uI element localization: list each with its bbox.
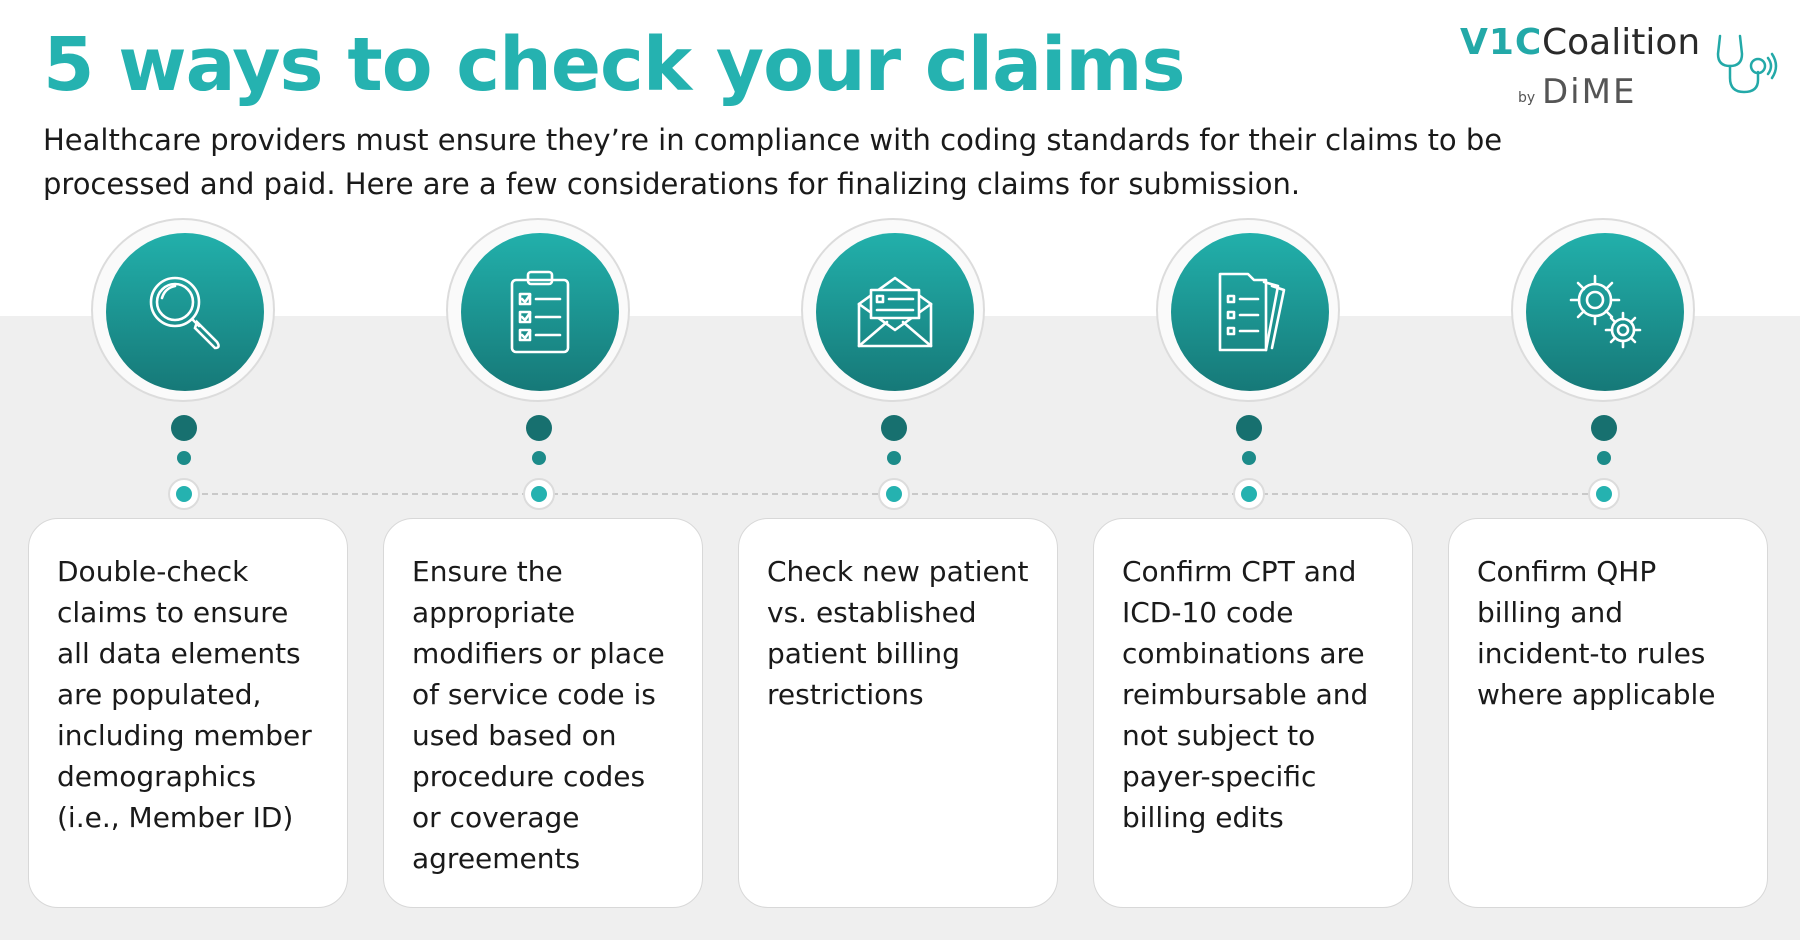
step-4: Confirm CPT and ICD-10 code combinations…	[1093, 0, 1413, 940]
logo-name: Coalition	[1542, 22, 1701, 63]
icon-disc	[1171, 233, 1329, 391]
timeline-node	[1233, 478, 1265, 510]
step-card: Confirm QHP billing and incident-to rule…	[1448, 518, 1768, 908]
step-marker-dot-small	[887, 451, 901, 465]
step-card: Double-check claims to ensure all data e…	[28, 518, 348, 908]
step-marker-dot	[1591, 415, 1617, 441]
step-marker-dot-small	[532, 451, 546, 465]
envelope-letter-icon	[857, 276, 933, 348]
page-subtitle: Healthcare providers must ensure they’re…	[43, 123, 1503, 201]
step-marker-dot	[171, 415, 197, 441]
timeline-node	[523, 478, 555, 510]
step-marker-dot	[1236, 415, 1262, 441]
timeline-node	[168, 478, 200, 510]
icon-disc	[816, 233, 974, 391]
step-marker-dot	[526, 415, 552, 441]
logo-by: by	[1518, 90, 1536, 106]
icon-disc	[106, 233, 264, 391]
gears-icon	[1569, 274, 1642, 349]
step-marker-dot-small	[1242, 451, 1256, 465]
step-card: Ensure the appropriate modifiers or plac…	[383, 518, 703, 908]
v1c-coalition-logo: V1C Coalition by DiME	[1460, 18, 1790, 118]
timeline-node	[1588, 478, 1620, 510]
step-marker-dot-small	[177, 451, 191, 465]
icon-disc	[461, 233, 619, 391]
step-text: Check new patient vs. established patien…	[767, 555, 1029, 711]
step-1: Double-check claims to ensure all data e…	[28, 0, 348, 940]
step-text: Ensure the appropriate modifiers or plac…	[412, 555, 665, 875]
step-text: Confirm CPT and ICD-10 code combinations…	[1122, 555, 1369, 834]
clipboard-checklist-icon	[510, 270, 570, 354]
step-text: Confirm QHP billing and incident-to rule…	[1477, 555, 1716, 711]
logo-partner: DiME	[1542, 72, 1637, 112]
step-3: Check new patient vs. established patien…	[738, 0, 1058, 940]
logo-brand: V1C	[1460, 22, 1543, 63]
step-text: Double-check claims to ensure all data e…	[57, 555, 312, 834]
step-marker-dot-small	[1597, 451, 1611, 465]
magnifying-glass-icon	[149, 276, 220, 350]
timeline-node	[878, 478, 910, 510]
step-5: Confirm QHP billing and incident-to rule…	[1448, 0, 1768, 940]
step-card: Confirm CPT and ICD-10 code combinations…	[1093, 518, 1413, 908]
page-title: 5 ways to check your claims	[43, 22, 1186, 108]
document-stack-icon	[1218, 272, 1286, 352]
icon-disc	[1526, 233, 1684, 391]
step-card: Check new patient vs. established patien…	[738, 518, 1058, 908]
step-marker-dot	[881, 415, 907, 441]
stethoscope-icon	[1716, 34, 1778, 94]
step-2: Ensure the appropriate modifiers or plac…	[383, 0, 703, 940]
